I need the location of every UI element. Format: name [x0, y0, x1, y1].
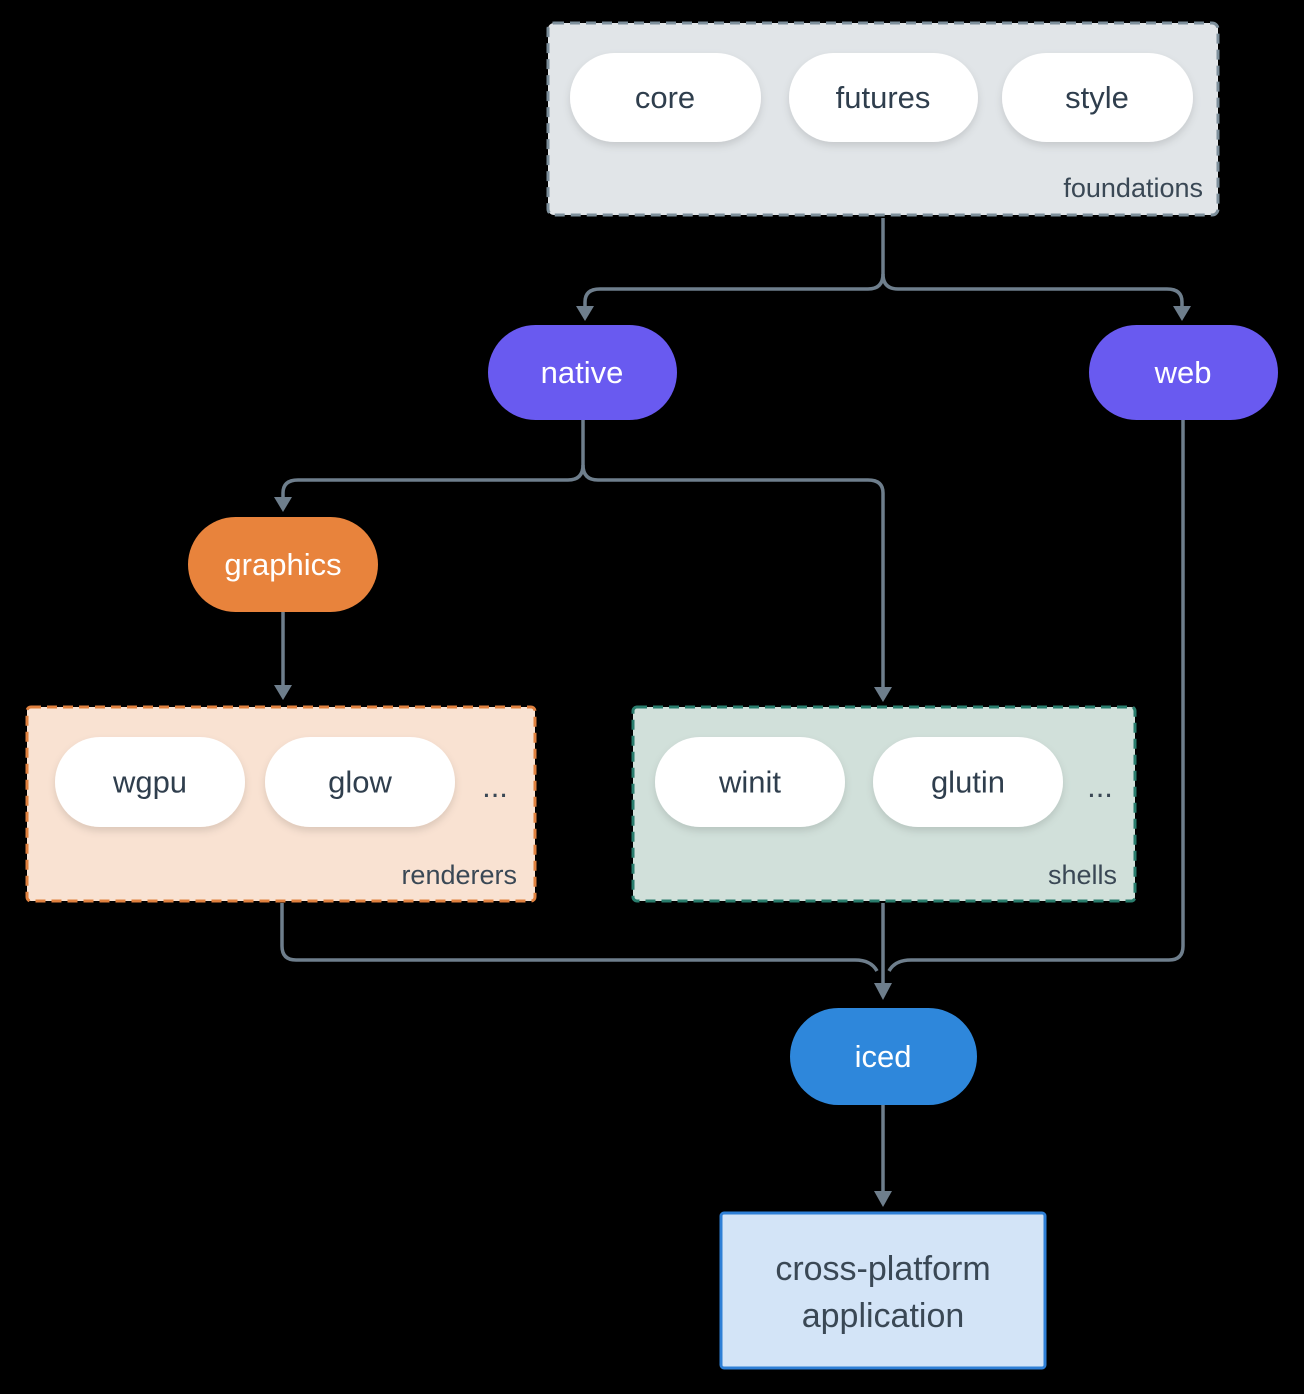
- crate-label-futures: futures: [836, 80, 931, 115]
- renderers-ellipsis: ...: [482, 769, 508, 804]
- renderers-group: wgpu glow ... renderers: [25, 705, 537, 903]
- arrowhead-renderers: [274, 685, 292, 700]
- crate-pill-glutin: [873, 737, 1063, 827]
- crate-label-style: style: [1065, 80, 1129, 115]
- application-box: [719, 1211, 1047, 1370]
- node-label-graphics: graphics: [224, 547, 341, 582]
- application-label-line1: cross-platform: [775, 1250, 990, 1288]
- node-web: [1089, 325, 1278, 420]
- shells-group-label: shells: [1048, 860, 1117, 890]
- node-label-web: web: [1154, 355, 1212, 390]
- edge-native-to-graphics: [281, 420, 585, 498]
- crate-pill-glow: [265, 737, 455, 827]
- application-label-line2: application: [802, 1297, 965, 1335]
- crate-label-glutin: glutin: [931, 765, 1005, 800]
- node-iced: [790, 1008, 977, 1105]
- renderers-group-label: renderers: [401, 860, 517, 890]
- crate-pill-winit: [655, 737, 845, 827]
- node-label-iced: iced: [855, 1039, 912, 1074]
- crate-pill-futures: [789, 53, 978, 142]
- crate-pill-style: [1002, 53, 1193, 142]
- node-graphics: [188, 517, 378, 612]
- shells-ellipsis: ...: [1087, 769, 1113, 804]
- connectors: [274, 218, 1191, 1207]
- node-label-native: native: [541, 355, 624, 390]
- arrowhead-iced: [874, 983, 892, 1000]
- arrowhead-shells: [874, 687, 892, 702]
- foundations-group: core futures style foundations: [546, 21, 1220, 217]
- edge-native-to-shells: [581, 464, 885, 688]
- edge-foundations-to-native: [583, 218, 885, 307]
- arrowhead-application: [874, 1191, 892, 1207]
- edge-foundations-to-web: [881, 273, 1184, 307]
- arrowhead-graphics: [274, 497, 292, 512]
- crate-pill-wgpu: [55, 737, 245, 827]
- edge-renderers-to-iced: [280, 903, 879, 972]
- crate-label-core: core: [635, 80, 695, 115]
- crate-pill-core: [570, 53, 761, 142]
- edge-web-to-iced: [887, 420, 1185, 972]
- arrowhead-web: [1173, 306, 1191, 321]
- arrowhead-native: [576, 306, 594, 321]
- crate-label-wgpu: wgpu: [112, 765, 187, 800]
- shells-group: winit glutin ... shells: [631, 705, 1137, 903]
- foundations-group-label: foundations: [1063, 173, 1203, 203]
- crate-label-glow: glow: [328, 765, 392, 800]
- node-native: [488, 325, 677, 420]
- crate-label-winit: winit: [718, 765, 781, 800]
- application-node: cross-platform application: [719, 1211, 1047, 1370]
